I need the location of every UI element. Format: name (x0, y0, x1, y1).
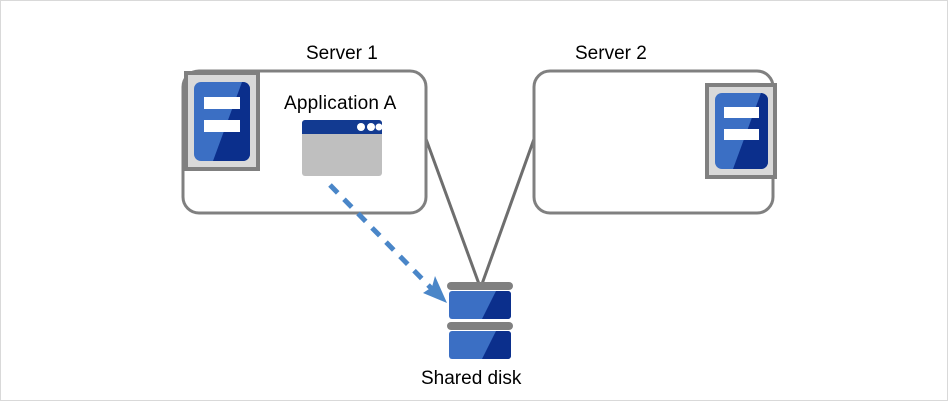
connector-server-1-to-disk (424, 138, 481, 285)
server-1-label: Server 1 (306, 43, 378, 64)
server-icon (184, 71, 260, 171)
server-icon (705, 83, 777, 179)
dashed-arrow-icon (328, 183, 447, 303)
server-2-label: Server 2 (575, 43, 647, 64)
application-window-icon (302, 120, 383, 176)
application-a-label: Application A (284, 93, 397, 114)
shared-disk-icon[interactable] (447, 282, 513, 359)
shared-disk-label: Shared disk (421, 368, 522, 389)
connector-server-2-to-disk (480, 138, 536, 285)
